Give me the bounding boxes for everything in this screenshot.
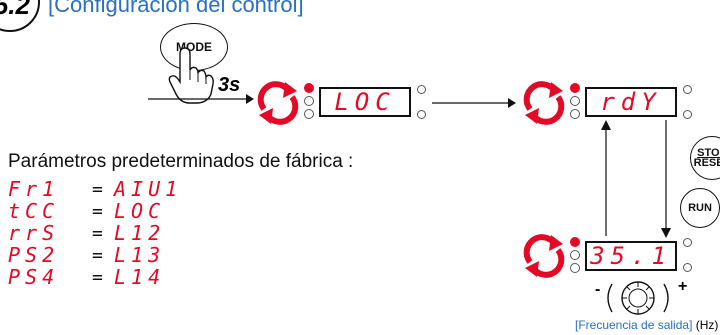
display-side-leds bbox=[683, 85, 692, 119]
caption-parameter: [Frecuencia de salida] bbox=[575, 318, 693, 332]
param-row: tCC = LOC bbox=[8, 199, 166, 223]
section-number-badge: 5.2 bbox=[0, 0, 40, 32]
param-value: L14 bbox=[114, 265, 166, 289]
param-row: PS4 = L14 bbox=[8, 265, 166, 289]
stop-reset-button[interactable]: STOP RESET bbox=[690, 136, 720, 180]
param-row: Fr1 = AIU1 bbox=[8, 177, 183, 201]
run-button[interactable]: RUN bbox=[680, 188, 720, 228]
caption-unit: (Hz) bbox=[695, 318, 719, 332]
display-loc-text: LOC bbox=[334, 88, 396, 116]
hand-press-icon bbox=[168, 46, 214, 104]
status-leds bbox=[570, 237, 580, 276]
param-code: Fr1 bbox=[8, 177, 60, 201]
section-number: 5.2 bbox=[0, 0, 30, 20]
display-frequency-text: 35.1 bbox=[590, 242, 672, 270]
rotate-cycle-icon bbox=[257, 81, 299, 125]
section-title: [Configuración del control] bbox=[48, 0, 304, 17]
jog-dial-icon[interactable] bbox=[602, 278, 674, 318]
display-side-leds bbox=[417, 85, 426, 119]
run-label: RUN bbox=[688, 202, 712, 214]
display-rdy: rdY bbox=[585, 87, 677, 117]
stop-label: STOP bbox=[697, 147, 720, 159]
param-value: L13 bbox=[114, 243, 166, 267]
param-row: rrS = L12 bbox=[8, 221, 166, 245]
reset-label: RESET bbox=[693, 157, 720, 169]
param-equals: = bbox=[92, 266, 103, 288]
knob-plus: + bbox=[678, 278, 688, 295]
status-leds bbox=[304, 83, 314, 122]
knob-minus: - bbox=[595, 281, 601, 298]
param-code: PS2 bbox=[8, 243, 60, 267]
hold-time-label: 3s bbox=[218, 74, 241, 96]
display-side-leds bbox=[683, 238, 692, 272]
param-equals: = bbox=[92, 178, 103, 200]
param-equals: = bbox=[92, 200, 103, 222]
status-leds bbox=[570, 83, 580, 122]
param-code: rrS bbox=[8, 221, 60, 245]
flow-arrows bbox=[601, 120, 671, 238]
param-value: LOC bbox=[114, 199, 166, 223]
display-frequency: 35.1 bbox=[585, 241, 677, 271]
param-code: PS4 bbox=[8, 265, 60, 289]
display-loc: LOC bbox=[319, 87, 411, 117]
arrow-right-icon bbox=[432, 98, 516, 108]
param-row: PS2 = L13 bbox=[8, 243, 166, 267]
param-equals: = bbox=[92, 222, 103, 244]
factory-defaults-title: Parámetros predeterminados de fábrica : bbox=[8, 151, 354, 172]
param-equals: = bbox=[92, 244, 103, 266]
rotate-cycle-icon bbox=[523, 234, 565, 278]
param-value: AIU1 bbox=[114, 177, 183, 201]
param-code: tCC bbox=[8, 199, 60, 223]
arrow-right-icon bbox=[148, 94, 254, 104]
param-value: L12 bbox=[114, 221, 166, 245]
display-rdy-text: rdY bbox=[600, 88, 662, 116]
rotate-cycle-icon bbox=[523, 81, 565, 125]
display-caption: [Frecuencia de salida] (Hz) bbox=[575, 318, 718, 332]
